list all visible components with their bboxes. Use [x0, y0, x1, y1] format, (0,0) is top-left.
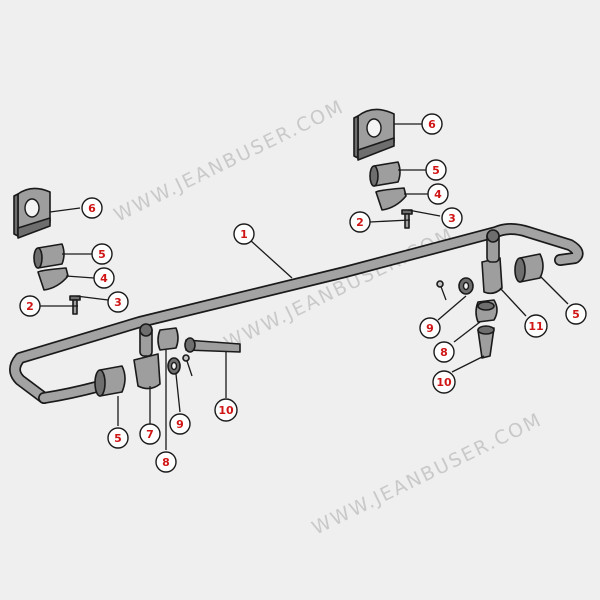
- callout-3-left-label: 3: [114, 296, 122, 309]
- callout-2-left: 2: [19, 295, 41, 317]
- callout-3-left: 3: [107, 291, 129, 313]
- callout-6-left-label: 6: [88, 202, 96, 215]
- callout-2-left-label: 2: [26, 300, 34, 313]
- left-link-bush: [157, 327, 179, 351]
- callout-5-right: 5: [565, 303, 587, 325]
- left-drop-link: [133, 323, 161, 390]
- callout-5-upper-left: 5: [91, 243, 113, 265]
- callout-10-right: 10: [432, 370, 456, 394]
- callout-8-left: 8: [155, 451, 177, 473]
- watermark-top: WWW.JEANBUSER.COM: [111, 96, 348, 227]
- callout-8-left-label: 8: [162, 456, 170, 469]
- callout-5-lower-left-label: 5: [114, 432, 122, 445]
- callout-8-right-label: 8: [440, 346, 448, 359]
- right-split-pin: [436, 280, 447, 301]
- callout-6-right: 6: [421, 113, 443, 135]
- right-bolt: [401, 209, 413, 229]
- callout-6-left: 6: [81, 197, 103, 219]
- callout-9-right: 9: [419, 317, 441, 339]
- leader-lines: [40, 123, 569, 450]
- callout-3-right-label: 3: [448, 212, 456, 225]
- callout-5-right-label: 5: [572, 308, 580, 321]
- left-bush-saddle: [37, 267, 69, 291]
- left-split-pin: [182, 354, 193, 377]
- left-washer: [167, 357, 181, 375]
- callout-1: 1: [233, 223, 255, 245]
- left-bar-bush: [94, 365, 126, 397]
- right-washer: [458, 277, 474, 295]
- right-mount-bracket: [353, 108, 395, 161]
- right-upper-bush: [369, 161, 401, 187]
- callout-11: 11: [524, 314, 548, 338]
- callout-10-right-label: 10: [436, 376, 452, 389]
- callout-3-right: 3: [441, 207, 463, 229]
- callout-7: 7: [139, 423, 161, 445]
- callout-7-label: 7: [146, 428, 154, 441]
- watermark-bottom: WWW.JEANBUSER.COM: [309, 409, 546, 540]
- right-link-bush: [475, 299, 498, 323]
- callout-5-lower-left: 5: [107, 427, 129, 449]
- left-pivot-pin: [184, 337, 241, 353]
- callout-11-label: 11: [528, 320, 543, 333]
- callout-5-upper-right: 5: [425, 159, 447, 181]
- right-bush-saddle: [375, 187, 407, 211]
- left-upper-bush: [33, 243, 65, 269]
- callout-9-left: 9: [169, 413, 191, 435]
- callout-4-left: 4: [93, 267, 115, 289]
- right-drop-link: [481, 229, 503, 295]
- callout-8-right: 8: [433, 341, 455, 363]
- callout-10-left: 10: [214, 398, 238, 422]
- callout-1-label: 1: [240, 228, 248, 241]
- callout-6-right-label: 6: [428, 118, 436, 131]
- right-pivot-pin: [477, 325, 495, 359]
- callout-10-left-label: 10: [218, 404, 234, 417]
- callout-9-left-label: 9: [176, 418, 184, 431]
- left-mount-bracket: [13, 187, 51, 239]
- callout-5-upper-right-label: 5: [432, 164, 440, 177]
- callout-4-left-label: 4: [100, 272, 108, 285]
- callout-9-right-label: 9: [426, 322, 434, 335]
- left-bolt: [69, 295, 81, 315]
- callout-4-right: 4: [427, 183, 449, 205]
- callout-2-right-label: 2: [356, 216, 364, 229]
- right-bar-bush: [514, 253, 544, 283]
- callout-2-right: 2: [349, 211, 371, 233]
- callout-5-upper-left-label: 5: [98, 248, 106, 261]
- callout-4-right-label: 4: [434, 188, 442, 201]
